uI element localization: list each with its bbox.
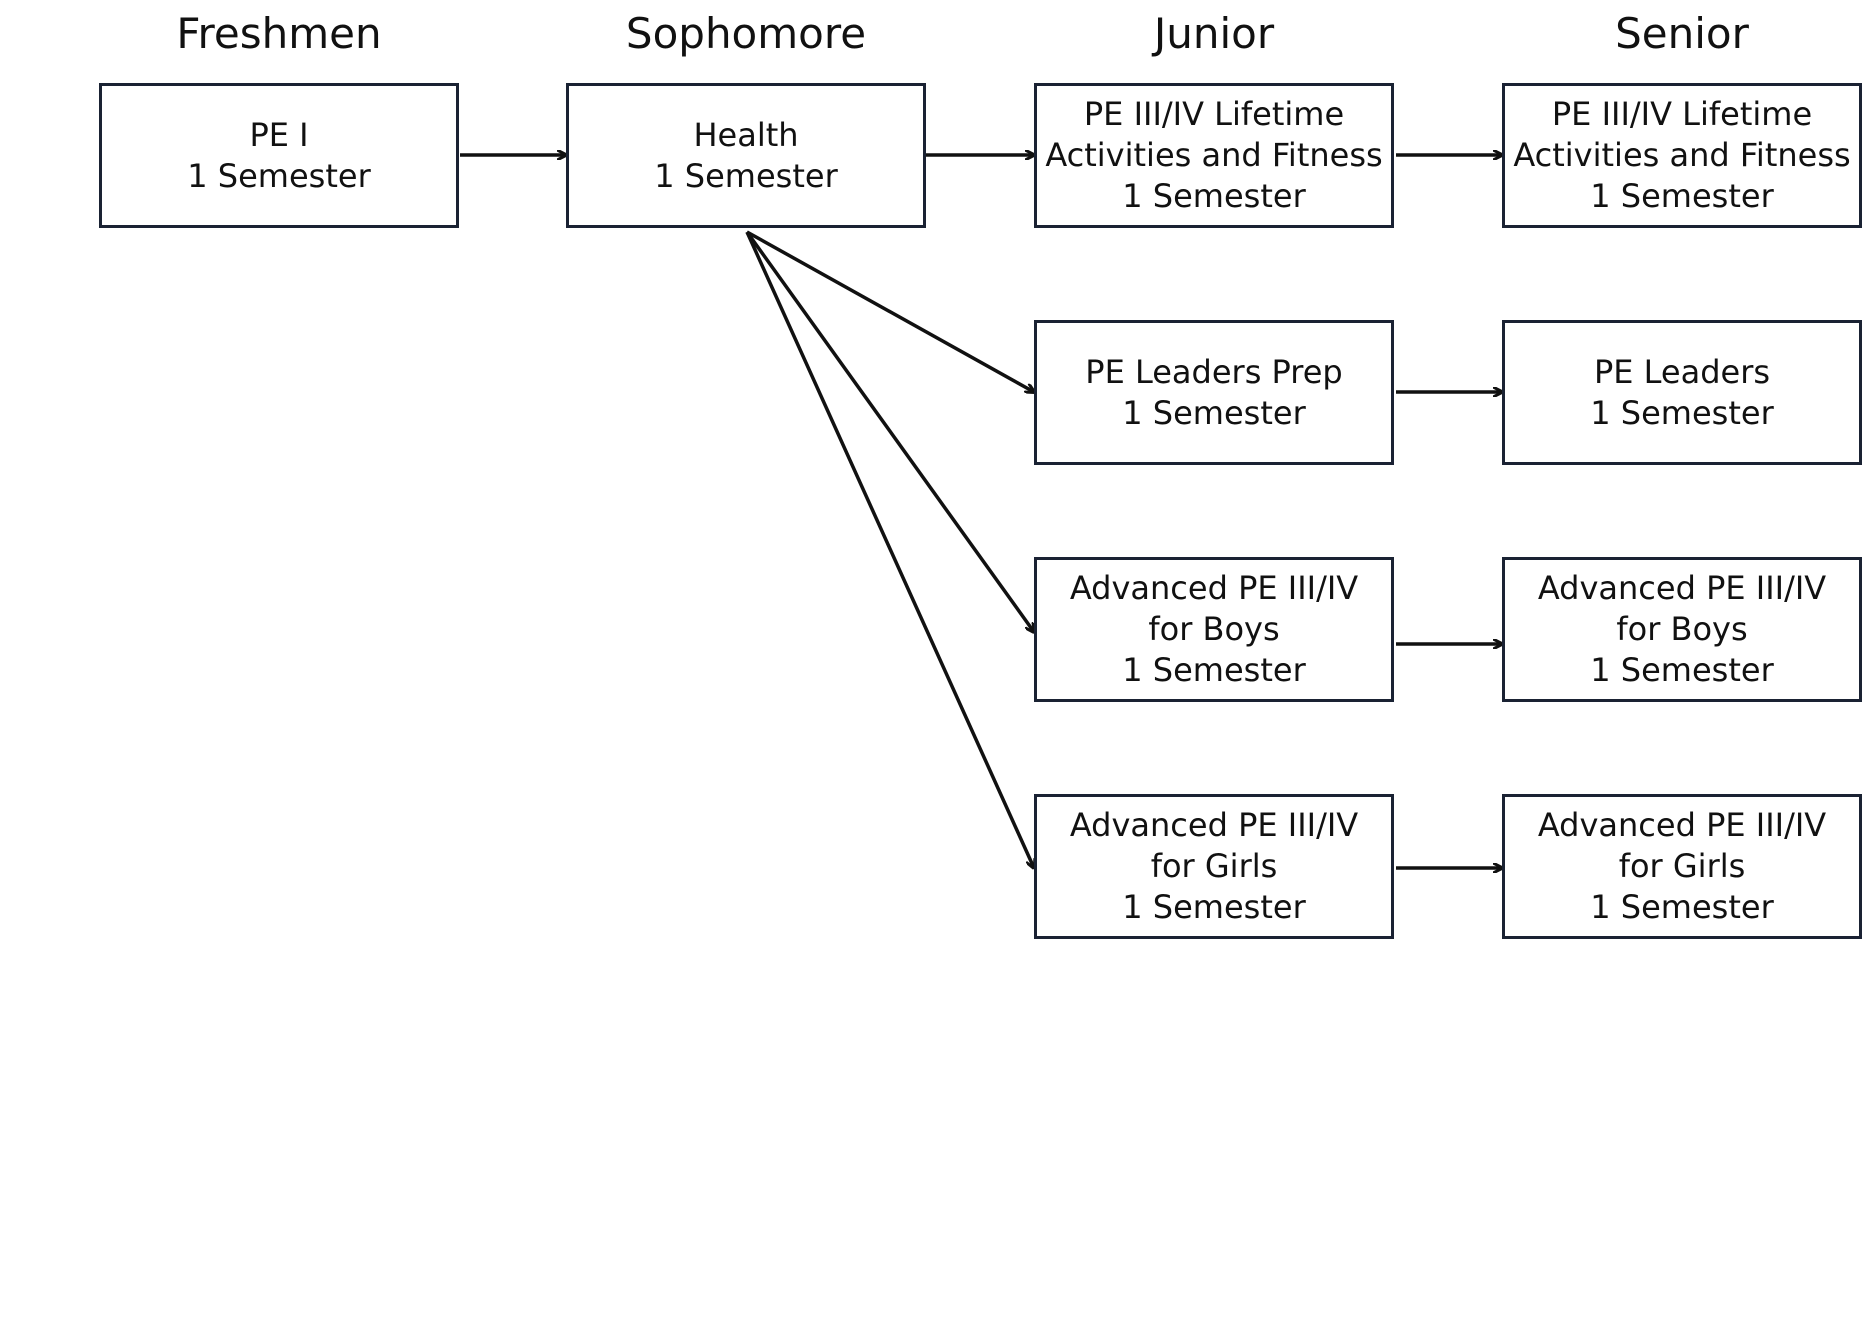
course-title: PE III/IV Lifetime	[1083, 95, 1345, 133]
column-header-freshmen: Freshmen	[176, 9, 382, 58]
course-title: PE Leaders	[1593, 352, 1771, 391]
course-title: Advanced PE III/IV	[1537, 569, 1827, 607]
course-duration: 1 Semester	[1590, 651, 1774, 689]
course-title: PE I	[249, 115, 309, 154]
course-subtitle: for Boys	[1148, 610, 1280, 648]
course-title: Health	[693, 115, 799, 154]
course-box-junior-adv-girls: Advanced PE III/IV for Girls 1 Semester	[1034, 794, 1394, 939]
course-title: Advanced PE III/IV	[1069, 806, 1359, 844]
course-duration: 1 Semester	[1590, 888, 1774, 926]
course-duration: 1 Semester	[654, 156, 838, 195]
arrow-health-to-adv-girls	[745, 231, 1034, 868]
course-box-senior-adv-boys: Advanced PE III/IV for Boys 1 Semester	[1502, 557, 1862, 702]
course-box-senior-adv-girls: Advanced PE III/IV for Girls 1 Semester	[1502, 794, 1862, 939]
course-title: Advanced PE III/IV	[1069, 569, 1359, 607]
course-box-junior-lifetime: PE III/IV Lifetime Activities and Fitnes…	[1034, 83, 1394, 228]
arrow-health-to-leaders-prep	[746, 230, 1034, 392]
course-title: PE III/IV Lifetime	[1551, 95, 1813, 133]
course-subtitle: for Boys	[1616, 610, 1748, 648]
course-duration: 1 Semester	[1122, 177, 1306, 215]
course-box-pe1: PE I 1 Semester	[99, 83, 459, 228]
course-title: PE Leaders Prep	[1085, 352, 1343, 391]
course-duration: 1 Semester	[1590, 177, 1774, 215]
column-header-junior: Junior	[1153, 9, 1275, 58]
arrow-health-to-adv-boys	[745, 230, 1034, 632]
course-duration: 1 Semester	[1122, 393, 1306, 432]
course-subtitle: Activities and Fitness	[1513, 136, 1851, 174]
course-box-leaders: PE Leaders 1 Semester	[1502, 320, 1862, 465]
course-title: Advanced PE III/IV	[1537, 806, 1827, 844]
course-duration: 1 Semester	[1590, 393, 1774, 432]
course-box-leaders-prep: PE Leaders Prep 1 Semester	[1034, 320, 1394, 465]
course-duration: 1 Semester	[1122, 888, 1306, 926]
column-header-sophomore: Sophomore	[625, 9, 867, 58]
course-subtitle: Activities and Fitness	[1045, 136, 1383, 174]
course-subtitle: for Girls	[1150, 847, 1278, 885]
course-box-senior-lifetime: PE III/IV Lifetime Activities and Fitnes…	[1502, 83, 1862, 228]
course-box-health: Health 1 Semester	[566, 83, 926, 228]
course-duration: 1 Semester	[187, 156, 371, 195]
course-box-junior-adv-boys: Advanced PE III/IV for Boys 1 Semester	[1034, 557, 1394, 702]
column-header-senior: Senior	[1615, 9, 1749, 58]
course-duration: 1 Semester	[1122, 651, 1306, 689]
course-subtitle: for Girls	[1618, 847, 1746, 885]
